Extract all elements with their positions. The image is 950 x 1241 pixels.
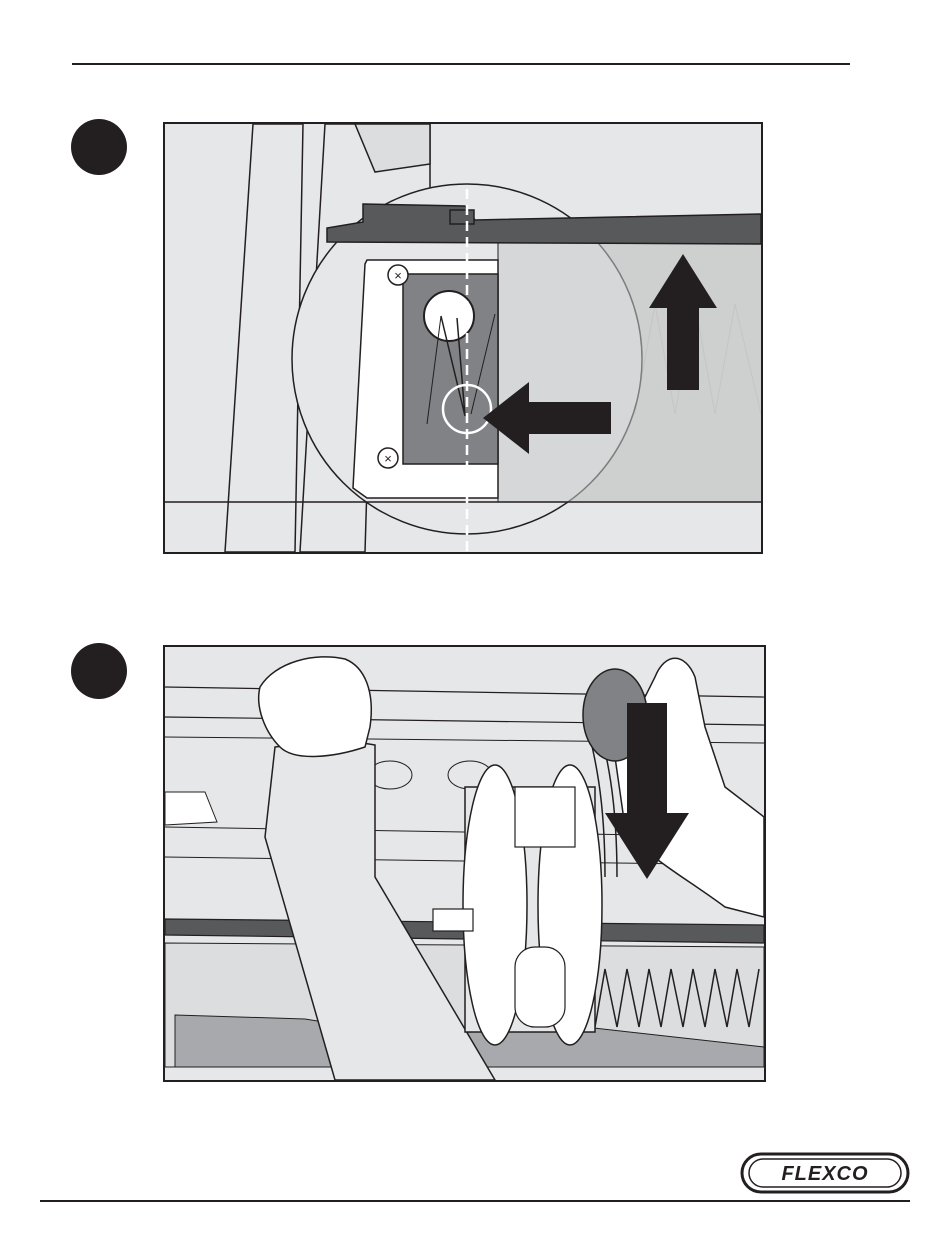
svg-text:×: ×	[394, 268, 402, 283]
figure-2	[163, 645, 766, 1082]
logo-text: FLEXCO	[781, 1163, 868, 1185]
svg-text:×: ×	[384, 451, 392, 466]
step-2-marker	[71, 643, 127, 699]
footer-rule	[40, 1200, 910, 1202]
figure-1: × ×	[163, 122, 763, 554]
header-rule	[72, 63, 850, 65]
flexco-logo: FLEXCO	[740, 1152, 910, 1194]
step-1-marker	[71, 119, 127, 175]
left-hand	[259, 657, 372, 757]
